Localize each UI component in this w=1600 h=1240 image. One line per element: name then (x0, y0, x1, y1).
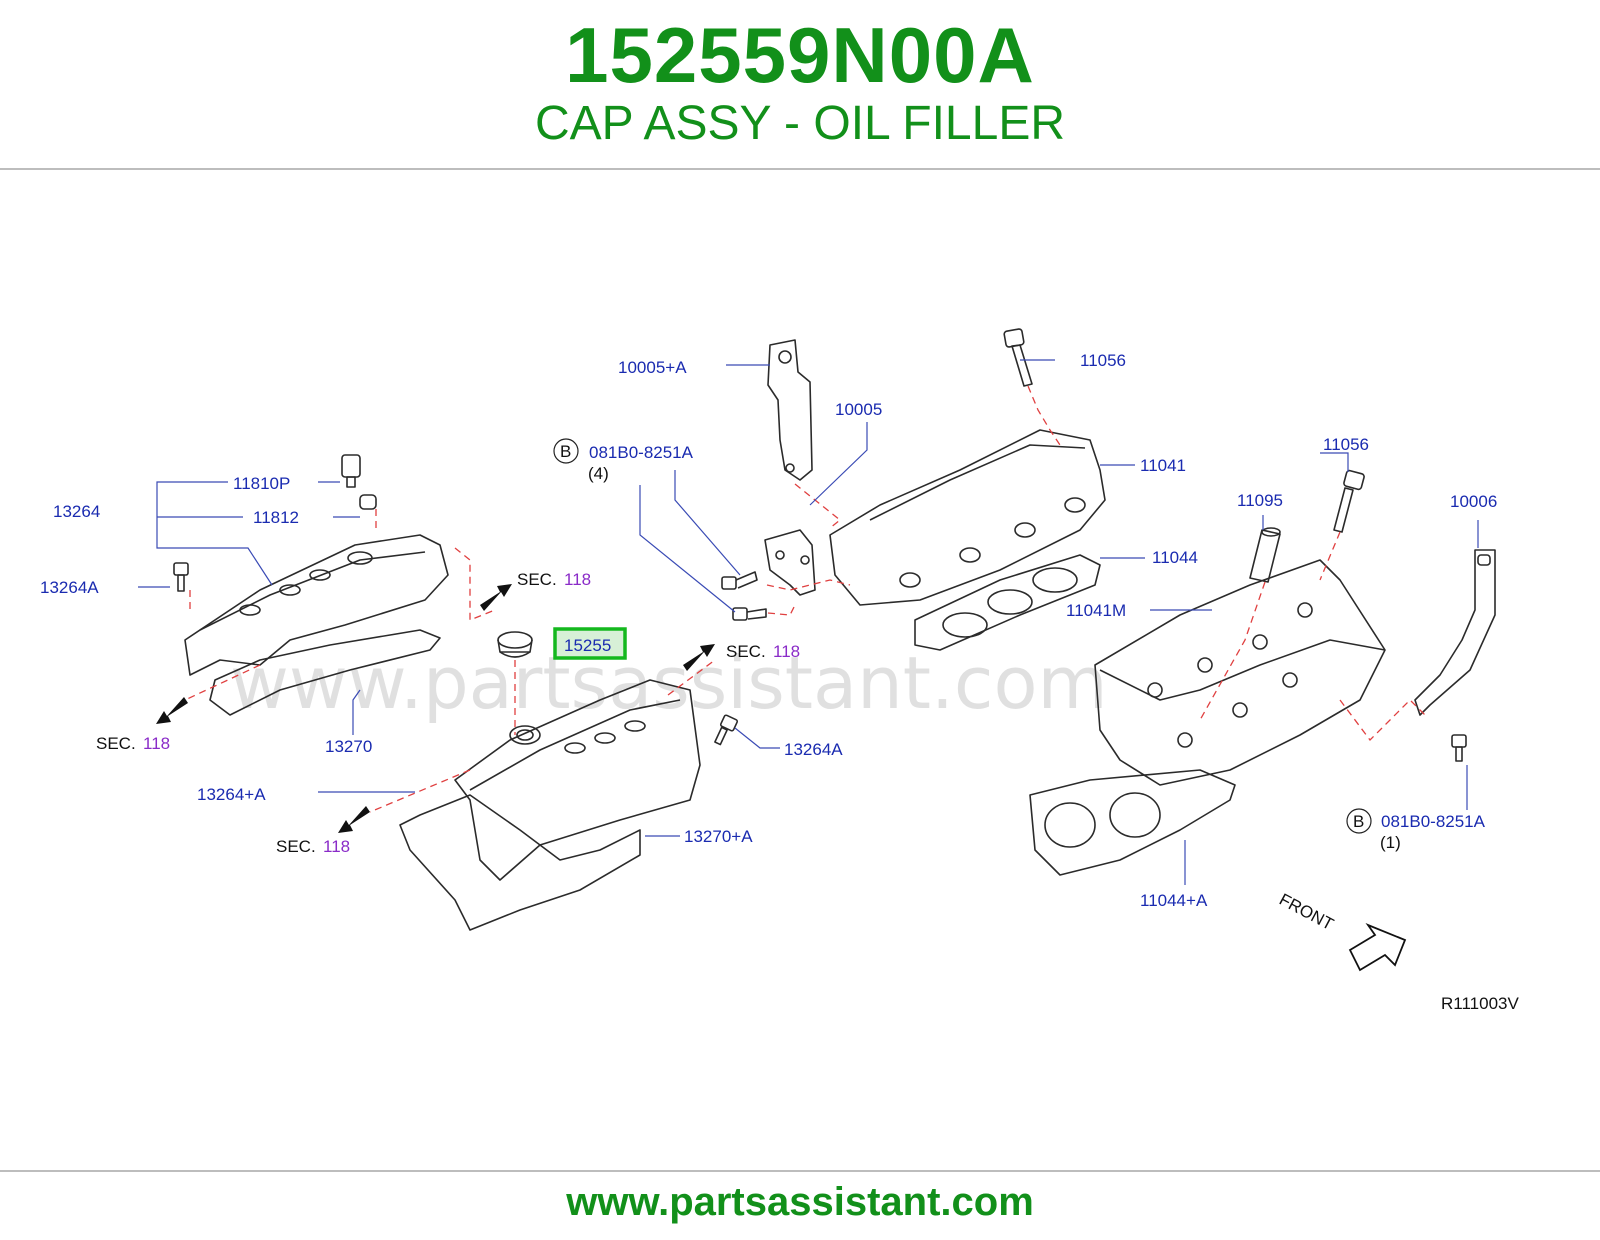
b-circle-2 (1346, 808, 1372, 834)
page-header: 152559N00A CAP ASSY - OIL FILLER (0, 0, 1600, 170)
b-circle-1 (553, 438, 579, 464)
label-11812[interactable]: 11812 (253, 508, 299, 527)
label-11041m[interactable]: 11041M (1066, 601, 1126, 620)
part-highlight-box (553, 627, 627, 660)
bolt-081b0-right (1451, 734, 1467, 762)
sec-label-4: SEC. (276, 837, 316, 856)
sec-number-4[interactable]: 118 (323, 837, 350, 856)
footer-url[interactable]: www.partsassistant.com (566, 1180, 1034, 1224)
grommet-part (359, 494, 377, 510)
label-13264a-right[interactable]: 13264A (784, 740, 843, 759)
parts-diagram: www.partsassistant.com (40, 328, 1519, 1013)
bolt-11056-top (1003, 328, 1033, 387)
sec-label-3: SEC. (96, 734, 136, 753)
label-11056-right[interactable]: 11056 (1323, 435, 1369, 454)
valve-cover-right (399, 679, 701, 931)
sec-number-3[interactable]: 118 (143, 734, 170, 753)
label-11095[interactable]: 11095 (1237, 491, 1283, 510)
b-letter-2: B (1353, 812, 1364, 831)
head-gasket-11044a (1029, 769, 1236, 876)
bolt-11056-right (1333, 469, 1365, 533)
oil-filler-cap-part (497, 631, 533, 658)
label-13270[interactable]: 13270 (325, 737, 372, 756)
cylinder-head-11041m (1094, 559, 1386, 786)
label-11044pa[interactable]: 11044+A (1140, 891, 1208, 910)
label-081b0-upper[interactable]: 081B0-8251A (589, 443, 694, 462)
watermark-text: www.partsassistant.com (230, 641, 1108, 725)
label-11041[interactable]: 11041 (1140, 456, 1186, 475)
footer-divider (0, 1170, 1600, 1172)
part-number-title: 152559N00A (565, 11, 1035, 99)
bolt-081b0-upper (721, 571, 758, 590)
part-name-subtitle: CAP ASSY - OIL FILLER (534, 97, 1065, 150)
front-label: FRONT (1276, 890, 1337, 934)
label-081b0-right[interactable]: 081B0-8251A (1381, 812, 1486, 831)
valve-cover-left (184, 534, 449, 716)
label-11044[interactable]: 11044 (1152, 548, 1198, 567)
qty-081b0-upper: (4) (588, 464, 609, 483)
sec-number-2[interactable]: 118 (773, 642, 800, 661)
bracket-10006 (1414, 549, 1496, 716)
bracket-10005 (764, 339, 816, 596)
head-gasket-11044 (914, 554, 1101, 651)
qty-081b0-right: (1) (1380, 833, 1401, 852)
diagram-code: R111003V (1441, 994, 1519, 1013)
bolt-13264a-right (714, 714, 739, 746)
sec-label-2: SEC. (726, 642, 766, 661)
label-13270pa[interactable]: 13270+A (684, 827, 753, 846)
label-11056-top[interactable]: 11056 (1080, 351, 1126, 370)
b-letter-1: B (560, 442, 571, 461)
bolt-081b0-lower (732, 607, 767, 621)
pcv-valve-part (341, 454, 361, 488)
front-direction-arrow (1348, 923, 1407, 972)
label-10005a[interactable]: 10005+A (618, 358, 687, 377)
bolt-13264a-left (173, 562, 189, 592)
assembly-guides (184, 385, 1426, 813)
label-15255[interactable]: 15255 (564, 636, 611, 655)
label-13264[interactable]: 13264 (53, 502, 100, 521)
label-10006[interactable]: 10006 (1450, 492, 1497, 511)
label-11810p[interactable]: 11810P (233, 474, 290, 493)
leader-lines (138, 359, 1479, 885)
label-13264pa[interactable]: 13264+A (197, 785, 266, 804)
sec-arrows (156, 584, 715, 833)
sec-label-1: SEC. (517, 570, 557, 589)
label-13264a-left[interactable]: 13264A (40, 578, 99, 597)
dowel-11095 (1249, 527, 1281, 583)
header-divider (0, 168, 1600, 170)
sec-number-1[interactable]: 118 (564, 570, 591, 589)
label-10005[interactable]: 10005 (835, 400, 882, 419)
cylinder-head-11041 (829, 429, 1106, 606)
